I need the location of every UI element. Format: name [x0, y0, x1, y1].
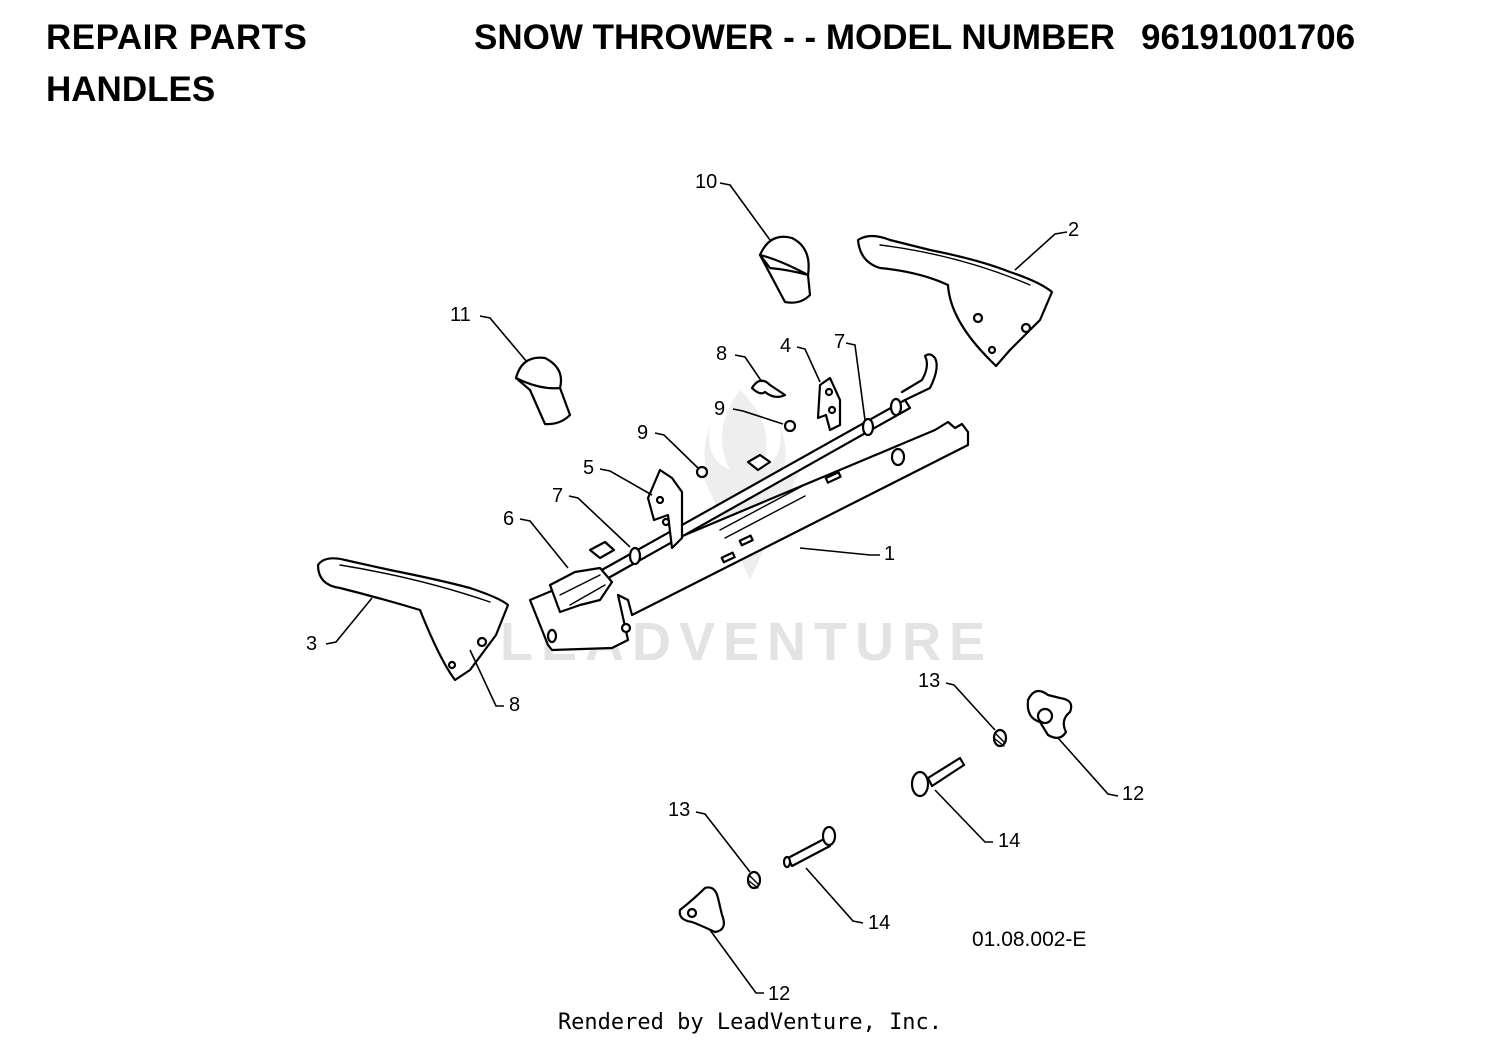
nut-part-9-upper	[783, 419, 797, 433]
plate-tabs	[588, 453, 772, 560]
callout-9-lower: 9	[637, 422, 648, 444]
product-title: SNOW THROWER - - MODEL NUMBER 96191001706	[474, 18, 1355, 58]
main-plate-part-1	[528, 420, 970, 652]
knob-part-11	[514, 356, 572, 426]
callout-14-left: 14	[868, 912, 890, 934]
callout-6: 6	[503, 508, 514, 530]
knob-part-10	[758, 235, 812, 304]
knob-part-12-left	[678, 886, 725, 934]
callout-11: 11	[450, 304, 471, 326]
hairpin-part-8-upper	[750, 379, 787, 399]
pin-part-14-left	[782, 825, 837, 869]
render-credit: Rendered by LeadVenture, Inc.	[557, 1010, 943, 1035]
callout-13-right: 13	[918, 670, 940, 692]
knob-part-12-right	[1026, 689, 1073, 739]
callout-13-left: 13	[668, 799, 690, 821]
section-title: REPAIR PARTS	[46, 18, 308, 57]
callout-3: 3	[306, 633, 317, 655]
handle-part-3	[316, 557, 510, 682]
callout-8-lower: 8	[509, 694, 520, 716]
spring-part-13-right	[992, 728, 1008, 748]
callout-10: 10	[695, 171, 717, 193]
callout-7-upper: 7	[834, 331, 845, 353]
callout-7-lower: 7	[552, 485, 563, 507]
callout-14-right: 14	[998, 830, 1020, 852]
model-number: 96191001706	[1140, 18, 1356, 57]
pin-part-14-right	[910, 756, 966, 798]
callout-12-left: 12	[768, 983, 790, 1005]
callout-1: 1	[884, 543, 895, 565]
callout-labels: 10 2 11 8 4 7 9 9 5 7 6 1 3 8 13 12 14 1…	[306, 171, 1144, 1005]
callout-4: 4	[780, 335, 791, 357]
callout-12-right: 12	[1122, 783, 1144, 805]
leader-lines	[325, 182, 1119, 994]
figure-id: 01.08.002-E	[972, 928, 1086, 951]
product-label: SNOW THROWER - - MODEL NUMBER	[474, 18, 1115, 57]
callout-2: 2	[1068, 219, 1079, 241]
handle-part-2	[856, 234, 1054, 368]
subsection-title: HANDLES	[46, 70, 216, 109]
nut-part-9-lower	[695, 465, 709, 479]
bracket-part-4	[816, 376, 842, 432]
callout-8-upper: 8	[716, 343, 727, 365]
bracket-part-5	[646, 468, 684, 550]
spring-part-13-left	[746, 870, 762, 890]
bracket-part-6	[548, 566, 614, 614]
callout-5: 5	[583, 457, 594, 479]
callout-9-upper: 9	[714, 398, 725, 420]
